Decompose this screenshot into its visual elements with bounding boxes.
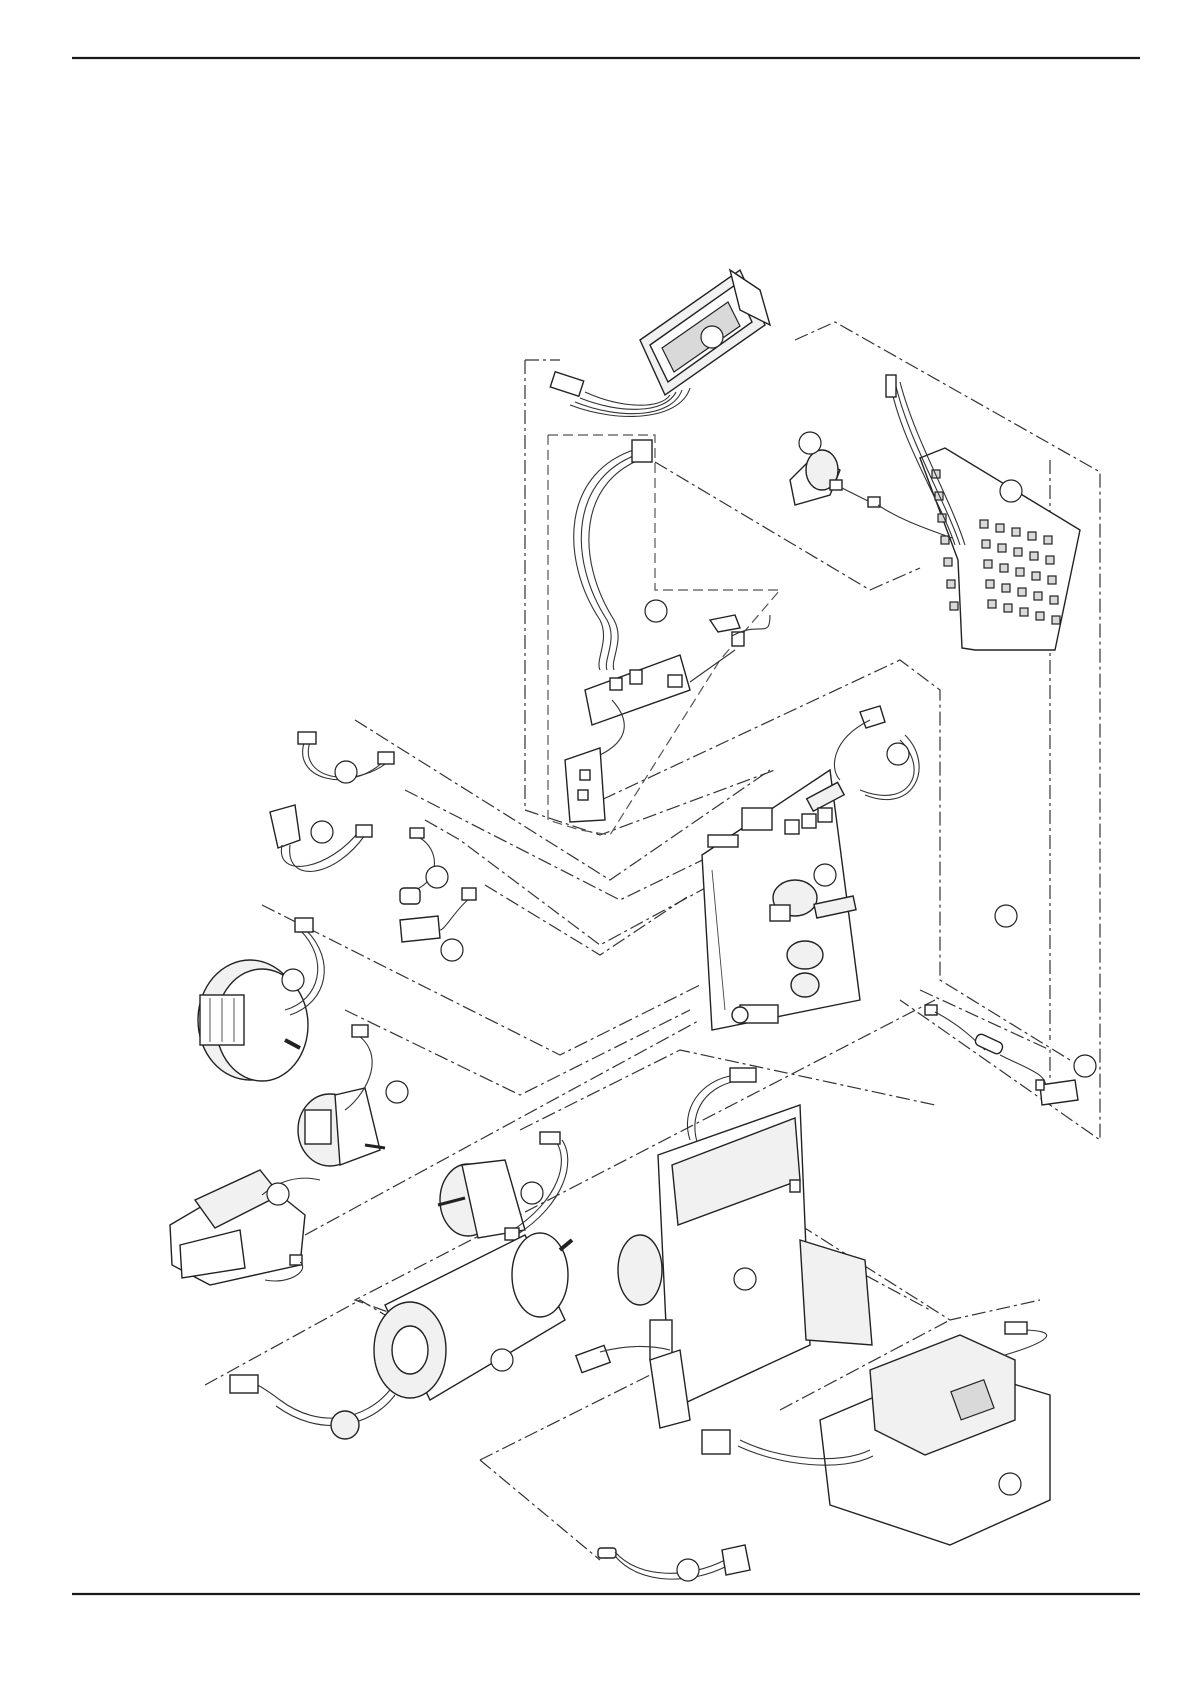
harness-group bbox=[270, 732, 476, 942]
key-button bbox=[1052, 616, 1060, 624]
key-button bbox=[980, 520, 988, 528]
key-button bbox=[947, 580, 955, 588]
motor-small bbox=[298, 1025, 385, 1166]
key-button bbox=[944, 558, 952, 566]
callout-motor-large bbox=[814, 864, 836, 886]
key-pcb bbox=[878, 375, 1080, 650]
callout-sensor-harness-a bbox=[335, 761, 357, 783]
key-button bbox=[1030, 552, 1038, 560]
callout-buzzer-pcb bbox=[799, 432, 821, 454]
callout-motor-flat bbox=[1074, 1055, 1096, 1077]
callout-power-pcb bbox=[734, 1268, 756, 1290]
fuse-holder bbox=[925, 1005, 1078, 1105]
key-button bbox=[1048, 576, 1056, 584]
key-button bbox=[1000, 564, 1008, 572]
solenoid bbox=[170, 1170, 320, 1285]
sensor-pcb bbox=[565, 440, 770, 822]
key-button bbox=[1036, 612, 1044, 620]
key-button bbox=[986, 580, 994, 588]
key-button bbox=[950, 602, 958, 610]
key-button bbox=[1020, 608, 1028, 616]
callout-sensor-pcb bbox=[645, 600, 667, 622]
callout-fuse-holder bbox=[521, 1182, 543, 1204]
buzzer-pcb bbox=[790, 450, 880, 507]
callout-power-cord bbox=[677, 1559, 699, 1581]
key-button bbox=[1004, 604, 1012, 612]
power-pcb bbox=[618, 1068, 872, 1428]
callout-display-lcd bbox=[701, 326, 723, 348]
callout-switch-a bbox=[426, 866, 448, 888]
callout-transformer bbox=[999, 1473, 1021, 1495]
callout-sensor-harness-b bbox=[311, 821, 333, 843]
key-button bbox=[982, 540, 990, 548]
key-button bbox=[1016, 568, 1024, 576]
key-button bbox=[1044, 536, 1052, 544]
callout-main-pcb bbox=[386, 1081, 408, 1103]
key-button bbox=[996, 524, 1004, 532]
key-button bbox=[988, 600, 996, 608]
callout-switch-b bbox=[441, 939, 463, 961]
key-button bbox=[941, 536, 949, 544]
key-button bbox=[1018, 588, 1026, 596]
key-button bbox=[998, 544, 1006, 552]
key-button bbox=[1028, 532, 1036, 540]
key-button bbox=[1050, 596, 1058, 604]
key-button bbox=[984, 560, 992, 568]
display-module bbox=[550, 270, 770, 416]
callout-harness-large bbox=[267, 1183, 289, 1205]
motor-flat bbox=[438, 1132, 568, 1240]
callout-motor-small bbox=[995, 905, 1017, 927]
key-button bbox=[1032, 572, 1040, 580]
callout-dc-motor bbox=[491, 1349, 513, 1371]
key-button bbox=[1034, 592, 1042, 600]
key-button bbox=[1002, 584, 1010, 592]
key-button bbox=[1012, 528, 1020, 536]
key-button bbox=[1046, 556, 1054, 564]
callout-solenoid bbox=[887, 743, 909, 765]
callout-thermistor bbox=[282, 969, 304, 991]
motor-large bbox=[198, 918, 324, 1081]
callout-key-pcb bbox=[1000, 480, 1022, 502]
key-button bbox=[1014, 548, 1022, 556]
